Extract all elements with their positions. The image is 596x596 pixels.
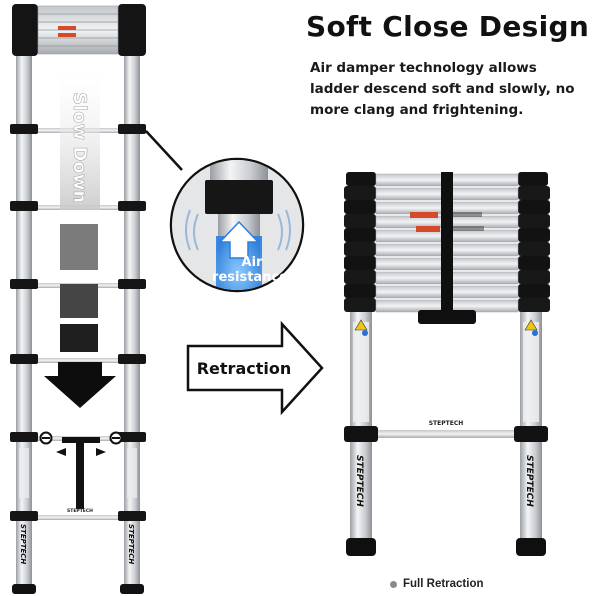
down-arrow-icon bbox=[44, 362, 116, 408]
retracted-ladder: STEPTECH STEPTECH STEPTECH bbox=[344, 172, 550, 556]
fade-block-1 bbox=[60, 224, 98, 270]
right-top-cap bbox=[118, 4, 146, 56]
left-top-cap bbox=[12, 4, 38, 56]
air-resistance-line2: resistance bbox=[212, 270, 288, 285]
feature-description: Air damper technology allows ladder desc… bbox=[310, 60, 575, 118]
left-ladder-brand-text: STEPTECH bbox=[19, 524, 27, 564]
left-rung-brand-text: STEPTECH bbox=[67, 508, 93, 514]
right-rail-brand-text: STEPTECH bbox=[524, 455, 534, 507]
retraction-arrow: Retraction bbox=[186, 320, 324, 416]
left-collar-stack bbox=[344, 172, 376, 312]
left-foot bbox=[12, 584, 36, 594]
collar bbox=[205, 180, 273, 214]
right-collar-stack bbox=[518, 172, 550, 312]
left-ladder-brand-text-2: STEPTECH bbox=[127, 524, 135, 564]
right-foot bbox=[516, 538, 546, 556]
air-damper-zoom: Air resistance bbox=[169, 157, 305, 293]
page-title: Soft Close Design bbox=[306, 10, 590, 43]
warning-label-icon bbox=[58, 26, 76, 30]
strap bbox=[76, 443, 84, 509]
left-rail-brand-text: STEPTECH bbox=[354, 455, 364, 507]
warning-label-icon bbox=[410, 212, 438, 218]
extended-ladder bbox=[10, 4, 146, 594]
right-arrow-icon bbox=[186, 320, 324, 416]
right-foot bbox=[120, 584, 144, 594]
bottom-rung bbox=[372, 430, 520, 438]
fade-block-2 bbox=[60, 284, 98, 318]
fade-block-3 bbox=[60, 324, 98, 352]
strap-buckle bbox=[418, 310, 476, 324]
full-retraction-label: Full Retraction bbox=[403, 578, 484, 590]
retraction-label: Retraction bbox=[197, 359, 292, 378]
rung-brand-text: STEPTECH bbox=[429, 420, 464, 427]
right-rail bbox=[124, 56, 140, 588]
left-rail bbox=[16, 56, 32, 588]
left-foot bbox=[346, 538, 376, 556]
bullet-dot-icon bbox=[390, 580, 397, 588]
center-strap bbox=[441, 172, 453, 312]
air-up-arrow-icon bbox=[218, 220, 260, 259]
air-resistance-line1: Air bbox=[242, 255, 264, 270]
slow-down-text: Slow Down bbox=[69, 92, 90, 203]
full-retraction-caption: Full Retraction bbox=[390, 578, 484, 590]
callout-pointer bbox=[145, 130, 183, 171]
slow-down-indicator: Slow Down bbox=[44, 70, 116, 408]
